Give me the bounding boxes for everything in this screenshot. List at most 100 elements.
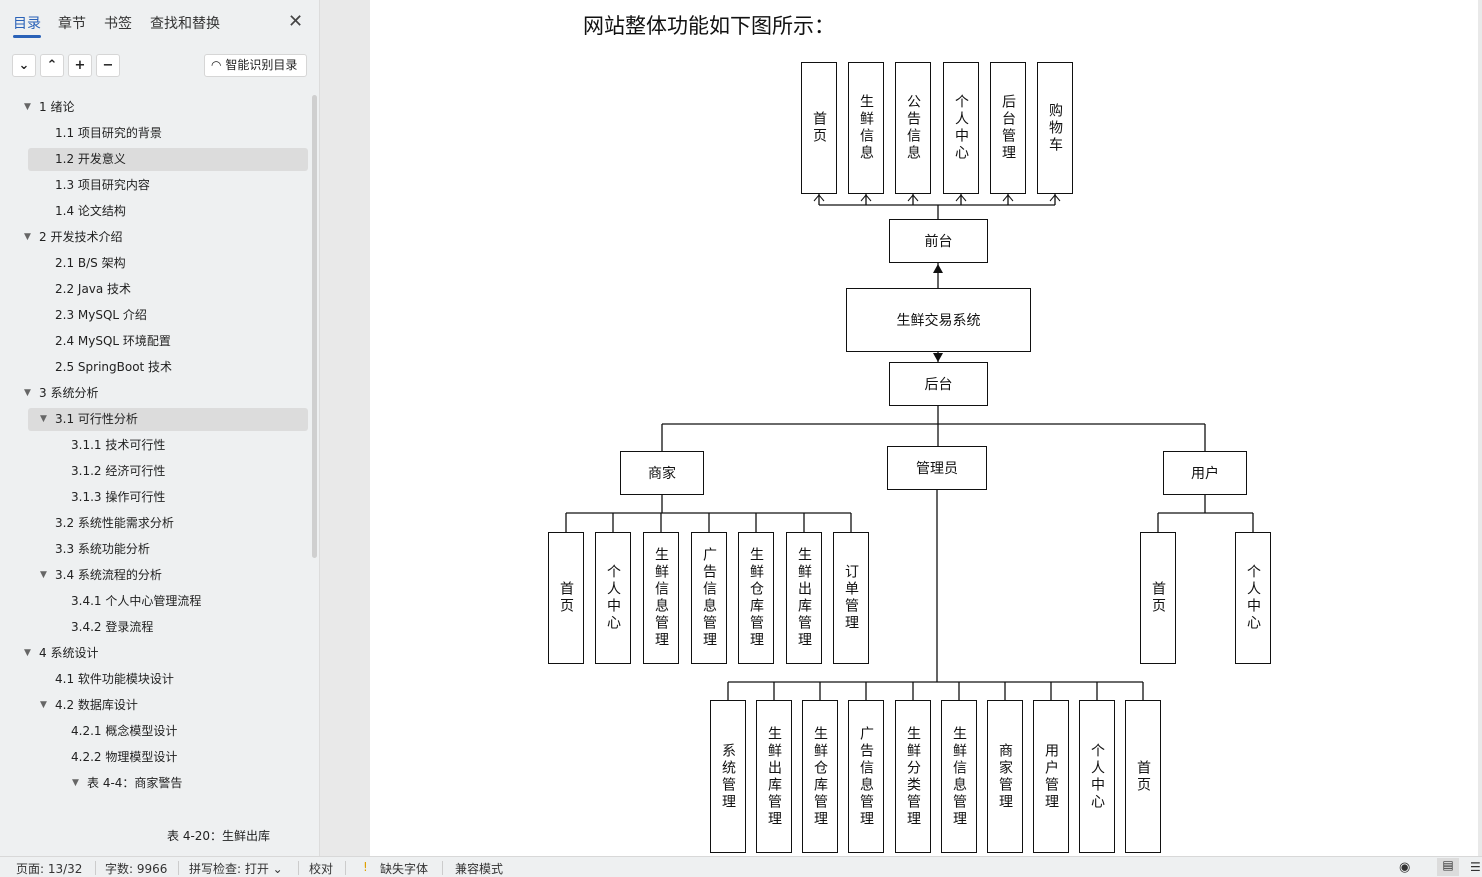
toc-item-label: 2 开发技术介绍: [39, 230, 123, 244]
toc-item-label: 3.1.1 技术可行性: [71, 438, 166, 452]
smart-label: 智能识别目录: [225, 58, 298, 72]
admin-module-box: 生鲜信息管理: [941, 700, 977, 853]
front-module-box: 生鲜信息: [848, 62, 884, 194]
admin-box: 管理员: [887, 446, 987, 490]
expand-triangle-icon[interactable]: ▼: [24, 648, 31, 658]
expand-triangle-icon[interactable]: ▼: [72, 778, 79, 788]
toc-item[interactable]: 1.3 项目研究内容: [28, 174, 308, 197]
toc-item[interactable]: 3.1.1 技术可行性: [28, 434, 308, 457]
front-module-box: 后台管理: [990, 62, 1026, 194]
toc-item[interactable]: ▼ 2 开发技术介绍: [24, 226, 308, 249]
root-system-box: 生鲜交易系统: [846, 288, 1031, 352]
expand-triangle-icon[interactable]: ▼: [40, 570, 47, 580]
tab-bookmarks[interactable]: 书签: [104, 16, 132, 32]
expand-triangle-icon[interactable]: ▼: [24, 232, 31, 242]
front-box: 前台: [889, 219, 988, 263]
merchant-module-box: 生鲜信息管理: [643, 532, 679, 664]
front-module-box: 个人中心: [943, 62, 979, 194]
toc-item-label: 4.2.2 物理模型设计: [71, 750, 178, 764]
toc-item-label: 1.1 项目研究的背景: [55, 126, 162, 140]
compat-mode[interactable]: 兼容模式: [455, 862, 504, 876]
toc-item[interactable]: 2.3 MySQL 介绍: [28, 304, 308, 327]
front-module-box: 购物车: [1037, 62, 1073, 194]
collapse-down-button[interactable]: ⌄: [12, 54, 36, 77]
toc-caption[interactable]: 表 4-20：生鲜出库: [167, 829, 271, 843]
smart-toc-button[interactable]: ◠ 智能识别目录: [204, 54, 307, 77]
admin-module-box: 生鲜仓库管理: [802, 700, 838, 853]
toc-item[interactable]: ▼ 3.1 可行性分析: [28, 408, 308, 431]
toc-item[interactable]: 2.2 Java 技术: [28, 278, 308, 301]
toc-item[interactable]: 1.1 项目研究的背景: [28, 122, 308, 145]
front-module-box: 首页: [801, 62, 837, 194]
toc-item-label: 3.2 系统性能需求分析: [55, 516, 174, 530]
toc-item-label: 3.3 系统功能分析: [55, 542, 150, 556]
toc-item-label: 4.2 数据库设计: [55, 698, 138, 712]
toc-item-label: 4 系统设计: [39, 646, 99, 660]
document-page: 网站整体功能如下图所示： 首页生鲜信息公告信息个人中心后台管理购物车前台生鲜交易…: [370, 0, 1478, 856]
front-module-box: 公告信息: [895, 62, 931, 194]
toc-item-label: 3.1 可行性分析: [55, 412, 138, 426]
toc-item[interactable]: 1.2 开发意义: [28, 148, 308, 171]
outline-view-icon[interactable]: ☰: [1470, 860, 1481, 874]
toc-item[interactable]: 3.3 系统功能分析: [28, 538, 308, 561]
toc-item[interactable]: 3.4.2 登录流程: [28, 616, 308, 639]
admin-module-box: 个人中心: [1079, 700, 1115, 853]
toc-sidebar: 目录 章节 书签 查找和替换 ✕ ⌄ ⌃ + − ◠ 智能识别目录 ▼1 绪论 1…: [0, 0, 320, 856]
toc-item[interactable]: 3.1.3 操作可行性: [28, 486, 308, 509]
toc-item[interactable]: 3.4.1 个人中心管理流程: [28, 590, 308, 613]
toc-item[interactable]: 2.4 MySQL 环境配置: [28, 330, 308, 353]
toc-item[interactable]: 4.2.2 物理模型设计: [28, 746, 308, 769]
tab-toc[interactable]: 目录: [13, 13, 41, 38]
spell-check[interactable]: 拼写检查: 打开 ⌄: [189, 862, 283, 876]
toc-item[interactable]: 4.1 软件功能模块设计: [28, 668, 308, 691]
toc-item-label: 3.1.2 经济可行性: [71, 464, 166, 478]
page-view-icon[interactable]: ▤: [1437, 858, 1459, 876]
toc-item-label: 3.4.1 个人中心管理流程: [71, 594, 202, 608]
toc-item[interactable]: 2.5 SpringBoot 技术: [28, 356, 308, 379]
eye-icon[interactable]: ◉: [1399, 860, 1411, 875]
expand-triangle-icon[interactable]: ▼: [24, 388, 31, 398]
tab-find-replace[interactable]: 查找和替换: [150, 16, 220, 32]
toc-item-label: 2.3 MySQL 介绍: [55, 308, 147, 322]
toc-item[interactable]: 3.1.2 经济可行性: [28, 460, 308, 483]
remove-button[interactable]: −: [96, 54, 120, 77]
diagram-connectors: [565, 194, 1254, 700]
admin-module-box: 生鲜出库管理: [756, 700, 792, 853]
toc-item[interactable]: ▼3.4 系统流程的分析: [28, 564, 308, 587]
toc-item[interactable]: ▼表 4-4：商家警告: [28, 772, 308, 795]
admin-module-box: 首页: [1125, 700, 1161, 853]
admin-module-box: 生鲜分类管理: [895, 700, 931, 853]
toc-item-label: 2.4 MySQL 环境配置: [55, 334, 171, 348]
toc-item-label: 2.5 SpringBoot 技术: [55, 360, 173, 374]
missing-font[interactable]: 缺失字体: [380, 862, 429, 876]
toc-item[interactable]: 3.2 系统性能需求分析: [28, 512, 308, 535]
toc-item[interactable]: 2.1 B/S 架构: [28, 252, 308, 275]
admin-module-box: 商家管理: [987, 700, 1023, 853]
tab-chapters[interactable]: 章节: [58, 16, 86, 32]
scrollbar[interactable]: [312, 95, 317, 558]
document-heading: 网站整体功能如下图所示：: [583, 14, 835, 38]
admin-module-box: 用户管理: [1033, 700, 1069, 853]
toc-item-label: 4.2.1 概念模型设计: [71, 724, 178, 738]
toc-item[interactable]: ▼ 3 系统分析: [24, 382, 308, 405]
toc-item-label: 1.3 项目研究内容: [55, 178, 150, 192]
close-icon[interactable]: ✕: [288, 11, 304, 32]
expand-triangle-icon[interactable]: ▼: [40, 414, 47, 424]
toc-item[interactable]: ▼ 4.2 数据库设计: [28, 694, 308, 717]
toc-item[interactable]: ▼1 绪论: [24, 96, 308, 119]
add-button[interactable]: +: [68, 54, 92, 77]
toc-item-label: 1.4 论文结构: [55, 204, 126, 218]
merchant-module-box: 首页: [548, 532, 584, 664]
toc-item[interactable]: 1.4 论文结构: [28, 200, 308, 223]
proofread[interactable]: 校对: [309, 862, 334, 876]
toc-item-label: 3 系统分析: [39, 386, 99, 400]
admin-module-box: 系统管理: [710, 700, 746, 853]
move-up-button[interactable]: ⌃: [40, 54, 64, 77]
expand-triangle-icon[interactable]: ▼: [24, 102, 31, 112]
expand-triangle-icon[interactable]: ▼: [40, 700, 47, 710]
toc-item[interactable]: 4.2.1 概念模型设计: [28, 720, 308, 743]
page-count[interactable]: 页面: 13/32: [16, 862, 83, 876]
word-count[interactable]: 字数: 9966: [105, 862, 168, 876]
merchant-module-box: 个人中心: [595, 532, 631, 664]
toc-item[interactable]: ▼ 4 系统设计: [24, 642, 308, 665]
